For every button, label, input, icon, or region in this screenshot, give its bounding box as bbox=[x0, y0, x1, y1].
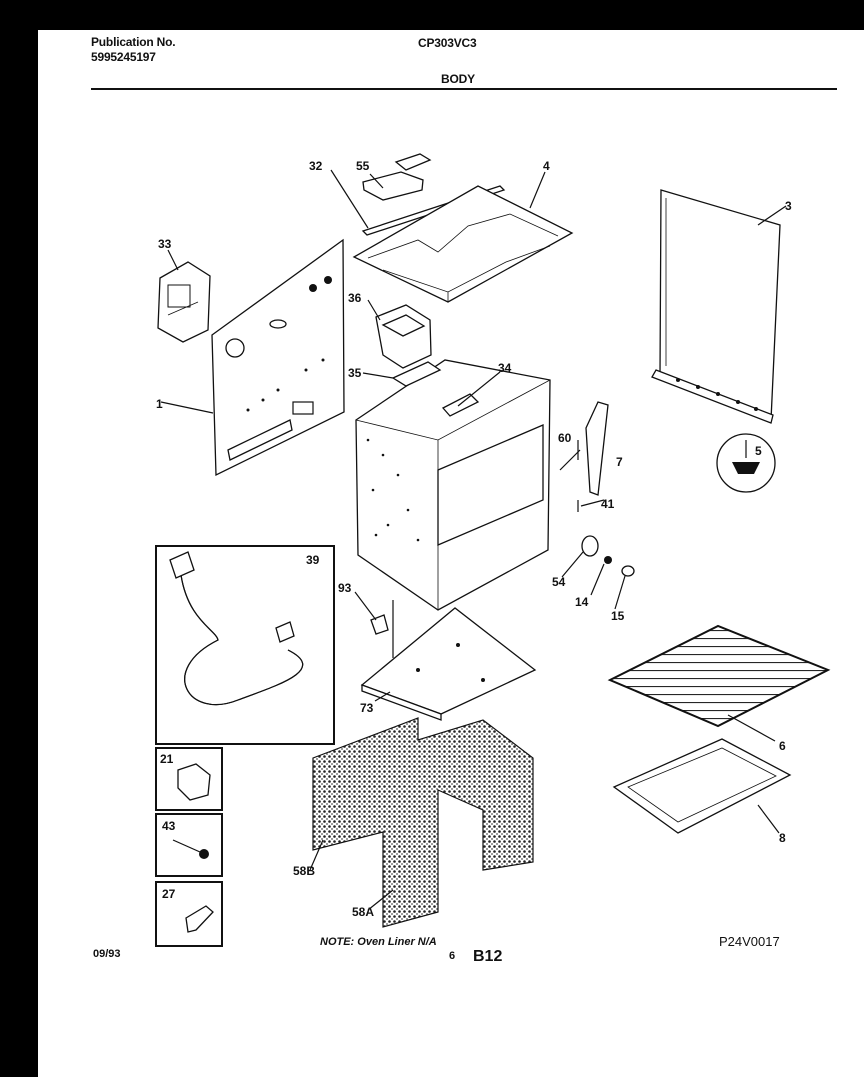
callout-8: 8 bbox=[779, 831, 786, 845]
publication-label: Publication No. bbox=[91, 35, 176, 49]
oven-body-frame bbox=[355, 359, 551, 611]
exploded-view-drawing: 32 55 4 3 33 36 1 35 34 60 7 5 41 39 93 … bbox=[155, 153, 831, 947]
part-4-top-panel bbox=[352, 185, 574, 303]
part-93-bracket bbox=[370, 600, 394, 658]
part-3-side-panel bbox=[651, 189, 781, 424]
callout-41: 41 bbox=[601, 497, 615, 511]
note-oven-liner: NOTE: Oven Liner N/A bbox=[320, 936, 437, 948]
part-8-broiler-pan bbox=[612, 738, 792, 834]
part-6-oven-rack bbox=[607, 624, 831, 728]
part-36-vent-duct bbox=[375, 304, 432, 369]
footer-date: 09/93 bbox=[93, 948, 121, 960]
callout-60: 60 bbox=[558, 431, 572, 445]
header-rule bbox=[91, 88, 837, 90]
callout-1: 1 bbox=[156, 397, 163, 411]
callout-32: 32 bbox=[309, 159, 323, 173]
callout-4: 4 bbox=[543, 159, 550, 173]
part-15-knob bbox=[621, 565, 635, 577]
footer-page-number: 6 bbox=[449, 950, 456, 962]
part-58-insulation bbox=[312, 717, 534, 928]
callout-34: 34 bbox=[498, 361, 512, 375]
part-21-box bbox=[155, 747, 223, 811]
callout-labels: 32 55 4 3 33 36 1 35 34 60 7 5 41 39 93 … bbox=[156, 159, 792, 919]
part-5-leveling-leg bbox=[716, 433, 776, 493]
part-1-back-panel bbox=[211, 238, 345, 477]
part-39-power-cord-box bbox=[155, 545, 335, 745]
part-43-box bbox=[155, 813, 223, 877]
parts-diagram-page: Publication No. 5995245197 CP303VC3 BODY bbox=[38, 30, 864, 1077]
callout-15: 15 bbox=[611, 609, 625, 623]
callout-73: 73 bbox=[360, 701, 374, 715]
callout-14: 14 bbox=[575, 595, 589, 609]
section-title: BODY bbox=[441, 72, 475, 86]
callout-43: 43 bbox=[162, 819, 176, 833]
callout-58a: 58A bbox=[352, 905, 374, 919]
callout-7: 7 bbox=[616, 455, 623, 469]
callout-33: 33 bbox=[158, 237, 172, 251]
part-14-washer bbox=[604, 556, 612, 564]
callout-3: 3 bbox=[785, 199, 792, 213]
part-73-bottom-panel bbox=[360, 607, 537, 721]
model-number: CP303VC3 bbox=[418, 36, 477, 50]
leader-lines bbox=[160, 169, 787, 911]
callout-5: 5 bbox=[755, 444, 762, 458]
callout-55: 55 bbox=[356, 159, 370, 173]
callout-21: 21 bbox=[160, 752, 174, 766]
footer-page-code: B12 bbox=[473, 948, 503, 965]
part-55-bracket bbox=[362, 153, 432, 201]
callout-36: 36 bbox=[348, 291, 362, 305]
callout-58b: 58B bbox=[293, 864, 315, 878]
part-54-bezel bbox=[581, 535, 599, 557]
drawing-code: P24V0017 bbox=[719, 934, 780, 949]
part-7-hinge bbox=[559, 401, 609, 496]
part-33-bracket bbox=[157, 261, 211, 343]
part-27-box bbox=[155, 881, 223, 947]
callout-39: 39 bbox=[306, 553, 320, 567]
callout-27: 27 bbox=[162, 887, 176, 901]
callout-93: 93 bbox=[338, 581, 352, 595]
callout-6: 6 bbox=[779, 739, 786, 753]
publication-number: 5995245197 bbox=[91, 50, 156, 64]
callout-54: 54 bbox=[552, 575, 566, 589]
callout-35: 35 bbox=[348, 366, 362, 380]
